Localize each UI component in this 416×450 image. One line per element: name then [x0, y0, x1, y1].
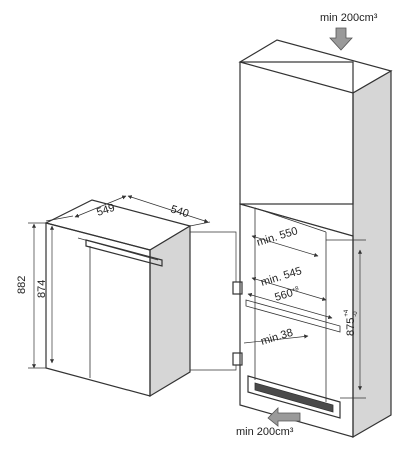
niche-width-min-label: min. 550 [255, 225, 299, 249]
niche-width-dimension [251, 235, 319, 257]
appliance-depth-dimension [45, 195, 127, 222]
niche-height-dimension [326, 239, 366, 399]
min-gap-label: min.38 [259, 327, 294, 348]
appliance-height-outer-dimension [28, 222, 46, 369]
appliance-height-inner-label: 874 [36, 280, 48, 298]
appliance-door [45, 222, 151, 397]
niche-height-label: 875+4-0 [344, 309, 359, 336]
bottom-vent-label: min 200cm³ [236, 426, 294, 438]
appliance-niche [239, 203, 354, 438]
bottom-vent-grille [254, 382, 334, 413]
bottom-vent-arrow [267, 407, 301, 427]
appliance-width-dimension [127, 195, 211, 227]
bottom-hinge-bracket [232, 352, 243, 366]
upper-cabinet-door [239, 61, 354, 205]
appliance-depth-label: 549 [95, 202, 116, 219]
top-vent-arrow [329, 27, 353, 51]
niche-inner-width-label: 560+8 [273, 285, 301, 304]
appliance-height-outer-label: 882 [16, 276, 28, 294]
niche-inner-width-dimension [247, 293, 333, 319]
appliance-width-label: 540 [169, 203, 190, 220]
bottom-plinth [247, 375, 341, 419]
min-gap-dimension [243, 334, 309, 344]
top-vent-label: min 200cm³ [320, 12, 378, 24]
top-hinge-bracket [232, 281, 243, 295]
refrigerator-appliance [44, 199, 192, 398]
tall-cabinet [232, 39, 393, 439]
